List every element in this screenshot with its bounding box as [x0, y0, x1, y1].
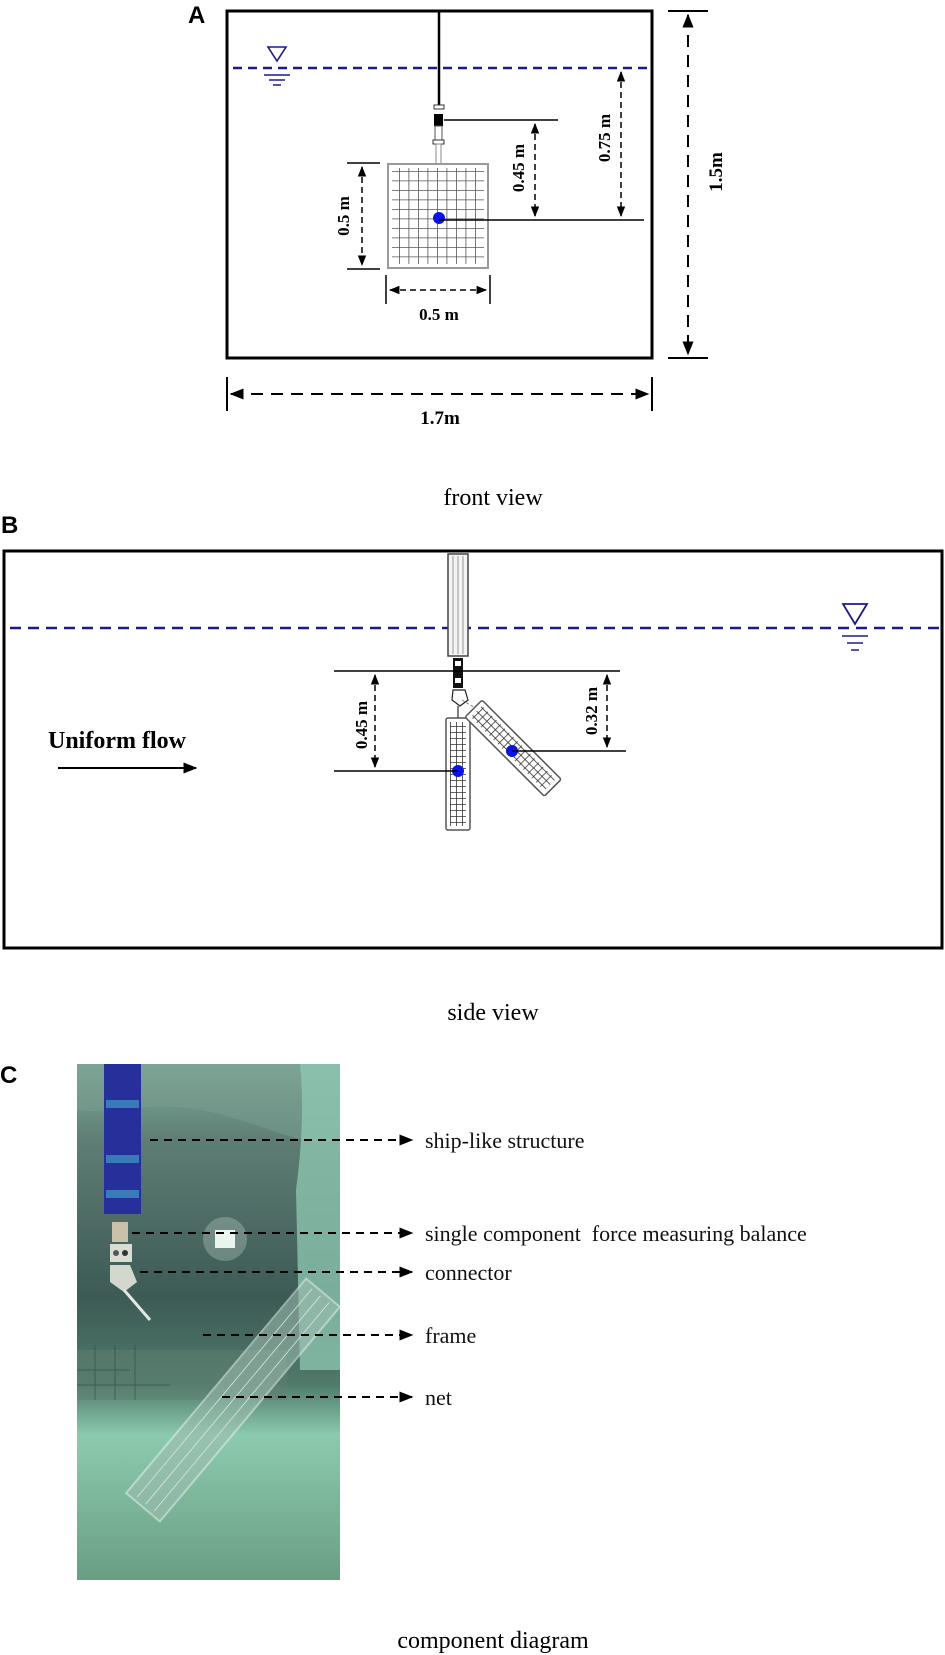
panel-letter-b: B [1, 512, 18, 539]
caption-front-view: front view [443, 485, 543, 511]
balance-connector-b [451, 658, 483, 718]
panel-a-front-view: A 0.45 m 0.75 m [188, 2, 727, 511]
water-level-symbol-icon [264, 46, 290, 86]
panel-letter-c: C [0, 1062, 17, 1089]
flow-label: Uniform flow [48, 728, 187, 754]
caption-side-view: side view [447, 1000, 539, 1026]
experiment-photo [77, 1064, 342, 1580]
component-label-ship-like-structure: ship-like structure [425, 1128, 584, 1153]
flume-outline [2, 549, 944, 950]
ship-like-structure [447, 553, 469, 657]
component-label-net: net [425, 1385, 452, 1410]
dim-label-net-height: 0.5 m [334, 196, 353, 236]
dim-label-vertical-depth: 0.45 m [352, 701, 371, 749]
water-level-symbol-icon-b [841, 603, 869, 651]
net-center-point [433, 212, 445, 224]
panel-c-component-diagram: C [0, 1062, 807, 1654]
dim-label-connector-to-center: 0.45 m [509, 144, 528, 192]
component-label-frame: frame [425, 1323, 476, 1348]
dim-label-surface-to-center: 0.75 m [595, 114, 614, 162]
dim-label-tank-height: 1.5m [706, 152, 727, 192]
balance-connector [432, 104, 445, 165]
dim-label-tilted-depth: 0.32 m [582, 687, 601, 735]
panel-b-side-view: B [1, 512, 944, 1026]
panel-letter-a: A [188, 2, 205, 29]
component-label-force-balance: single component force measuring balance [425, 1221, 807, 1246]
component-label-connector: connector [425, 1260, 512, 1285]
caption-component-diagram: component diagram [397, 1628, 589, 1654]
dim-label-net-width: 0.5 m [419, 305, 459, 324]
dim-label-tank-width: 1.7m [420, 408, 460, 429]
